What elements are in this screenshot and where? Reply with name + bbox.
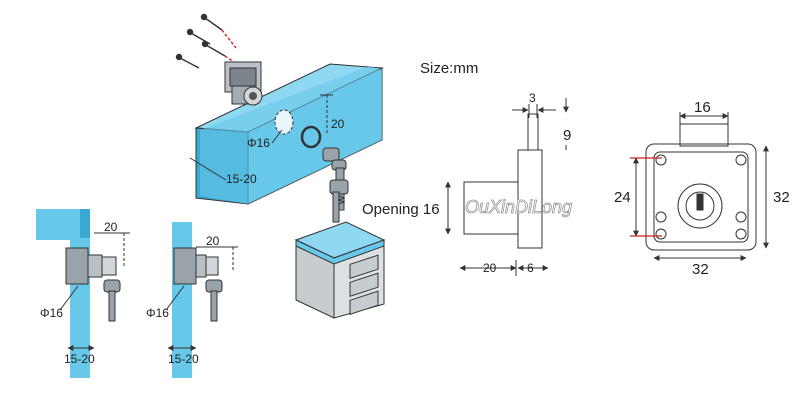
side-top-height: 9 — [563, 127, 571, 144]
front-width: 32 — [692, 261, 709, 278]
install-phi-label: Φ16 — [247, 136, 270, 150]
panel-surface — [200, 66, 382, 204]
left-lock-body — [65, 247, 89, 285]
lock-body-icon — [224, 61, 263, 106]
front-inner-plate — [653, 151, 749, 243]
cabinet-icon — [294, 221, 386, 319]
side-view — [445, 98, 569, 276]
install-thickness-label: 15-20 — [226, 172, 257, 186]
mid-dim-20: 20 — [206, 234, 220, 248]
watermark: OuXinDiLong — [465, 197, 572, 217]
side-opening-label: Opening 16 — [362, 201, 440, 218]
mid-thickness-label: 15-20 — [168, 352, 199, 366]
front-screw-hole-tr — [735, 154, 747, 166]
left-phi-label: Φ16 — [40, 306, 63, 320]
left-panel-top — [36, 209, 84, 240]
left-panel-strip — [80, 209, 90, 240]
front-height: 32 — [773, 189, 790, 206]
mid-key-icon — [205, 279, 223, 322]
front-top-tab — [679, 123, 729, 147]
side-top-width: 3 — [529, 91, 536, 105]
front-screw-hole-ml — [655, 211, 667, 223]
front-keyhole-inner — [685, 191, 715, 221]
cylinder-ring — [300, 125, 322, 149]
front-keyway — [696, 193, 704, 211]
side-bottom-left: 20 — [483, 261, 497, 275]
key-icons — [322, 147, 349, 223]
front-hole-spacing: 24 — [614, 189, 631, 206]
side-cylinder — [463, 181, 519, 235]
front-screw-hole-mr — [735, 211, 747, 223]
left-key-icon — [103, 279, 121, 322]
side-bottom-right: 6 — [527, 261, 534, 275]
install-dim-20: 20 — [331, 117, 345, 131]
mid-lock-body — [173, 247, 197, 285]
front-keyhole-outer — [677, 183, 723, 229]
front-red-dimension-lines — [630, 157, 662, 237]
front-screw-hole-br — [735, 228, 747, 240]
mid-phi-label: Φ16 — [146, 306, 169, 320]
front-outer-plate — [645, 143, 757, 251]
front-screw-hole-tl — [655, 154, 667, 166]
screw-icons — [175, 13, 241, 69]
section-view-right: 20 Φ16 15-20 — [146, 222, 238, 378]
size-label: Size:mm — [420, 60, 478, 77]
side-spindle — [527, 113, 539, 151]
front-top-width: 16 — [694, 99, 711, 116]
left-dim-20: 20 — [104, 220, 118, 234]
section-view-left: 20 Φ16 15-20 — [36, 209, 130, 378]
left-thickness-label: 15-20 — [64, 352, 95, 366]
install-view: 20 Φ16 15-20 — [175, 13, 384, 223]
panel-hole — [274, 109, 294, 135]
front-screw-hole-bl — [655, 228, 667, 240]
front-view — [633, 112, 769, 261]
